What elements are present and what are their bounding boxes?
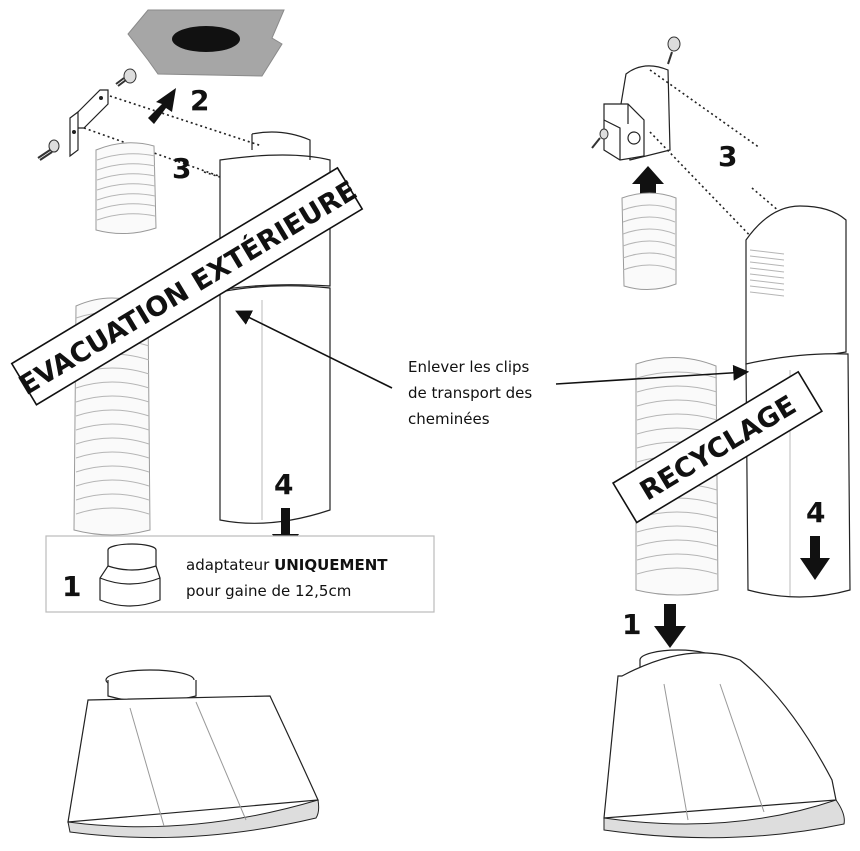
step-number-1-right: 1	[622, 608, 641, 641]
screw-icon	[37, 139, 60, 161]
note-line-3: cheminées	[408, 410, 490, 428]
mounting-bracket	[69, 89, 109, 158]
flexible-duct-upper	[95, 142, 157, 234]
arrow-up-icon	[632, 166, 664, 200]
ceiling-plate	[127, 9, 285, 77]
adapter-line2: pour gaine de 12,5cm	[186, 582, 351, 600]
step-number-3-left: 3	[172, 152, 191, 185]
arrow-down-icon	[800, 536, 830, 580]
step-number-4-left: 4	[274, 468, 293, 501]
note-line-2: de transport des	[408, 384, 532, 402]
flexible-duct-upper-right	[621, 192, 677, 290]
hood-right	[603, 649, 845, 839]
screw-icon	[115, 68, 137, 87]
step-number-1-left: 1	[62, 570, 81, 603]
step-number-4-right: 4	[806, 496, 825, 529]
screw-icon	[667, 36, 681, 65]
step-number-2-left: 2	[190, 84, 209, 117]
hood-left	[67, 669, 320, 839]
note-line-1: Enlever les clips	[408, 358, 530, 376]
arrow-down-icon	[654, 604, 686, 648]
deflector	[591, 65, 671, 161]
adapter-line1: adaptateur UNIQUEMENT	[186, 556, 388, 574]
step-number-3-right: 3	[718, 140, 737, 173]
adapter-ring	[99, 543, 161, 607]
arrow-up-icon	[148, 88, 176, 124]
